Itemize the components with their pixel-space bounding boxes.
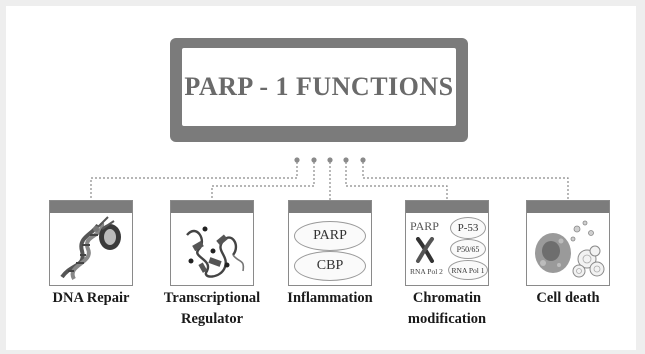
- card-cell-death: [526, 200, 610, 286]
- card-dna-repair: [49, 200, 133, 286]
- card-inflammation: PARP CBP: [288, 200, 372, 286]
- connector-dna-repair: [90, 162, 298, 200]
- protein-structure-icon: [173, 215, 251, 283]
- title-box: PARP - 1 FUNCTIONS: [170, 38, 468, 142]
- label-line: Chromatin: [412, 290, 482, 306]
- cell-death-icon: [529, 215, 607, 283]
- connector-dot: [327, 157, 333, 163]
- connector-dot: [311, 157, 317, 163]
- label-line: Inflammation: [287, 290, 373, 306]
- connector-dot: [343, 157, 349, 163]
- label-line: Regulator: [180, 311, 243, 327]
- connector-cell-death: [362, 162, 569, 200]
- label-line: Transcriptional: [163, 290, 261, 306]
- chromatin-icon: PARP P-53 P50/65 RNA Pol 2 RNA Pol 1: [408, 215, 488, 283]
- chromosome-icon: [416, 237, 434, 263]
- connector-dot: [360, 157, 366, 163]
- card-header: [406, 201, 488, 213]
- card-label-cell-death: Cell death: [515, 288, 621, 309]
- card-transcriptional-regulator: [170, 200, 254, 286]
- label-line: modification: [407, 311, 487, 327]
- oval-rna-pol1: RNA Pol 1: [448, 260, 488, 280]
- chip-rna-pol2: RNA Pol 2: [410, 267, 443, 276]
- oval-cbp: CBP: [294, 251, 366, 281]
- card-header: [527, 201, 609, 213]
- dna-repair-icon: [52, 215, 130, 283]
- card-header: [289, 201, 371, 213]
- connector-dot: [294, 157, 300, 163]
- connector-transcriptional: [211, 162, 315, 200]
- card-header: [50, 201, 132, 213]
- card-label-transcriptional-regulator: Transcriptional Regulator: [152, 288, 272, 330]
- label-line: Cell death: [536, 290, 600, 306]
- title-inner: PARP - 1 FUNCTIONS: [182, 48, 456, 126]
- diagram-title: PARP - 1 FUNCTIONS: [184, 72, 454, 101]
- card-label-inflammation: Inflammation: [275, 288, 385, 309]
- card-chromatin-modification: PARP P-53 P50/65 RNA Pol 2 RNA Pol 1: [405, 200, 489, 286]
- card-header: [171, 201, 253, 213]
- oval-p5065: P50/65: [450, 239, 486, 259]
- card-label-chromatin-modification: Chromatin modification: [392, 288, 502, 330]
- parp-cbp-icon: PARP CBP: [291, 215, 369, 283]
- connector-chromatin: [345, 162, 448, 200]
- oval-parp: PARP: [294, 221, 366, 251]
- chip-parp: PARP: [410, 219, 439, 233]
- oval-p53: P-53: [450, 217, 486, 239]
- label-line: DNA Repair: [52, 290, 130, 306]
- card-label-dna-repair: DNA Repair: [39, 288, 143, 309]
